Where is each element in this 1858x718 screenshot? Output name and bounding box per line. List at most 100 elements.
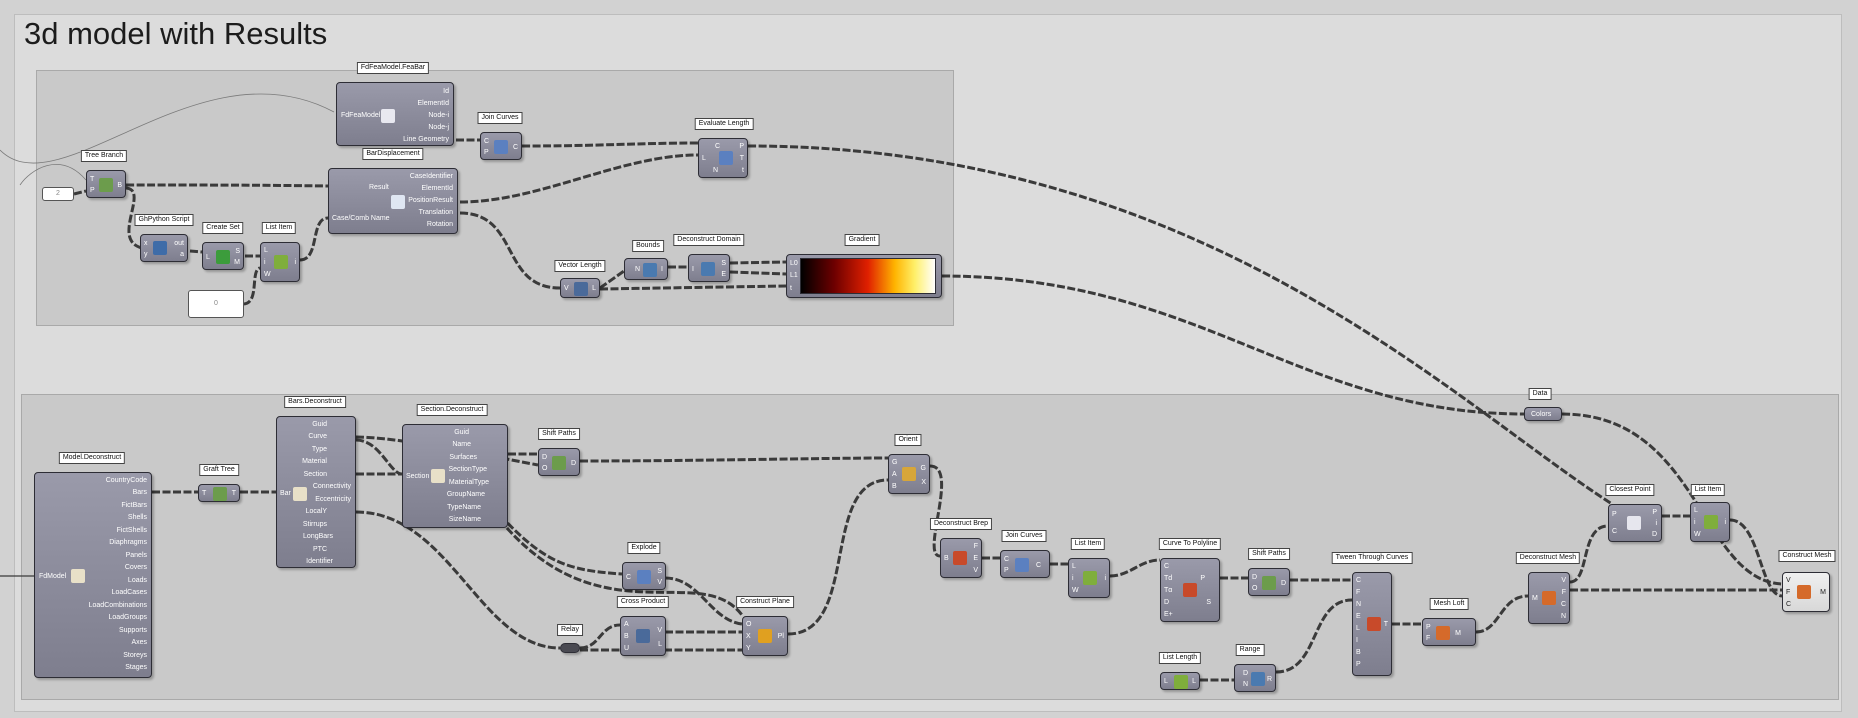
- cp-port-ta: Tα: [1164, 587, 1173, 594]
- tween-through-curves[interactable]: C F N E L I B P T: [1352, 572, 1392, 676]
- tree-branch[interactable]: T P B: [86, 170, 126, 198]
- wire-localy-to-relay: [355, 510, 561, 650]
- dm-port-v: V: [1561, 577, 1566, 584]
- panel-value-0[interactable]: 0: [188, 290, 244, 318]
- sp1-port-d: D: [542, 454, 548, 461]
- cs-port-s: S: [235, 248, 240, 255]
- curve-to-polyline[interactable]: C Td Tα D E+ P S: [1160, 558, 1220, 622]
- vector-length-icon: [574, 282, 588, 296]
- sd-out-1: Name: [452, 441, 471, 448]
- bd-out-0: CaseIdentifier: [409, 173, 453, 180]
- wire-curve-to-shift: [355, 435, 539, 467]
- gradient-color-bar[interactable]: [800, 258, 936, 294]
- range[interactable]: D N R: [1234, 664, 1276, 692]
- deconstruct-mesh[interactable]: M V F C N: [1528, 572, 1570, 624]
- feabar-label: FdFeaModel.FeaBar: [356, 62, 430, 74]
- list-item-1[interactable]: L i W i: [260, 242, 300, 282]
- closest-point[interactable]: P C P i D: [1608, 504, 1662, 542]
- sp2-port-o: O: [1252, 585, 1258, 592]
- ex-port-s: S: [657, 568, 662, 575]
- sd-out-6: TypeName: [447, 504, 481, 511]
- or-port-a: A: [892, 471, 897, 478]
- li3-port-w: W: [1694, 531, 1701, 538]
- li2-port-i: i: [1072, 575, 1074, 582]
- bars-deconstruct-label: Bars.Deconstruct: [284, 396, 346, 408]
- dd-port-i: I: [692, 266, 694, 273]
- bars-out-1: Curve: [308, 433, 327, 440]
- dd-port-s: S: [721, 260, 726, 267]
- deconstruct-domain-label: Deconstruct Domain: [673, 234, 745, 246]
- data-colors[interactable]: Colors: [1524, 407, 1562, 421]
- or-port-out-x: X: [921, 479, 926, 486]
- join-curves-1[interactable]: C P C: [480, 132, 522, 160]
- li1-port-l: L: [264, 247, 268, 254]
- ghpython-script[interactable]: x y out a: [140, 234, 188, 262]
- md-out-6: Panels: [125, 552, 147, 559]
- el-port-tt: t: [742, 167, 744, 174]
- deconstruct-domain[interactable]: I S E: [688, 254, 730, 282]
- relay[interactable]: [560, 643, 580, 653]
- gh-port-x: x: [144, 240, 148, 247]
- wire-tree-to-ghpy: [125, 186, 143, 250]
- join-curves-2-icon: [1015, 558, 1029, 572]
- rg-port-d: D: [1243, 670, 1249, 677]
- cross-product[interactable]: A B U V L: [620, 616, 666, 656]
- jc1-port-out: C: [512, 144, 518, 151]
- bar-displacement[interactable]: Result Case/Comb Name CaseIdentifier Ele…: [328, 168, 458, 234]
- orient[interactable]: G A B G X: [888, 454, 930, 494]
- join-curves-2-label: Join Curves: [1001, 530, 1047, 542]
- wire-ghpy-to-createset: [189, 249, 203, 254]
- create-set[interactable]: L S M: [202, 242, 244, 270]
- list-item-3-label: List Item: [1690, 484, 1726, 496]
- wire-gradient-to-data: [941, 274, 1525, 416]
- list-item-2[interactable]: L i W i: [1068, 558, 1110, 598]
- md-out-5: Diaphragms: [109, 539, 147, 546]
- list-item-3[interactable]: L i W i: [1690, 502, 1730, 542]
- sd-out-4: MaterialType: [448, 479, 489, 486]
- bounds-port-i: I: [661, 266, 663, 273]
- tb-port-p: P: [90, 187, 95, 194]
- li2-port-out: i: [1104, 575, 1106, 582]
- join-curves-2[interactable]: C P C: [1000, 550, 1050, 578]
- section-icon: [431, 469, 445, 483]
- feabar-out-2: Node-i: [428, 112, 449, 119]
- explode[interactable]: C S V: [622, 562, 666, 590]
- wire-external-2: [19, 164, 87, 186]
- vector-length[interactable]: V L: [560, 278, 600, 298]
- db-port-v: V: [973, 567, 978, 574]
- md-in-0: FdModel: [39, 573, 67, 580]
- wire-listitem-to-bardisp: [299, 216, 329, 262]
- evaluate-length[interactable]: C L N P T t: [698, 138, 748, 178]
- shift-paths-1[interactable]: D O D: [538, 448, 580, 476]
- wire-join-to-evaluate: [521, 141, 699, 148]
- construct-mesh[interactable]: V F C M: [1782, 572, 1830, 612]
- md-out-2: FictBars: [121, 502, 147, 509]
- data-label: Data: [1528, 388, 1552, 400]
- construct-plane[interactable]: O X Y Pl: [742, 616, 788, 656]
- model-deconstruct[interactable]: FdModel CountryCode Bars FictBars Shells…: [34, 472, 152, 678]
- cpt-port-c: C: [1612, 528, 1618, 535]
- jc2-port-out: C: [1035, 562, 1041, 569]
- curve-to-polyline-icon: [1183, 583, 1197, 597]
- list-item-2-icon: [1083, 571, 1097, 585]
- section-deconstruct[interactable]: Section Guid Name Surfaces SectionType M…: [402, 424, 508, 528]
- shift-paths-2[interactable]: D O D: [1248, 568, 1290, 596]
- bounds[interactable]: N I: [624, 258, 668, 280]
- explode-label: Explode: [627, 542, 661, 554]
- deconstruct-mesh-label: Deconstruct Mesh: [1515, 552, 1581, 564]
- pl-port-o: O: [746, 621, 752, 628]
- deconstruct-brep[interactable]: B F E V: [940, 538, 982, 578]
- panel-value-2[interactable]: 2: [42, 187, 74, 201]
- db-port-b: B: [944, 555, 949, 562]
- cpt-port-p: P: [1612, 511, 1617, 518]
- rg-port-r: R: [1266, 676, 1272, 683]
- gh-port-out: out: [174, 240, 184, 247]
- graft-tree[interactable]: T T: [198, 484, 240, 502]
- bars-deconstruct[interactable]: Bar Guid Curve Type Material Section Con…: [276, 416, 356, 568]
- sd-out-3: SectionType: [448, 466, 487, 473]
- mesh-loft[interactable]: P F M: [1422, 618, 1476, 646]
- model-icon: [71, 569, 85, 583]
- feabar-component[interactable]: FdFeaModel Id ElementId Node-i Node-j Li…: [336, 82, 454, 146]
- list-length[interactable]: L L: [1160, 672, 1200, 690]
